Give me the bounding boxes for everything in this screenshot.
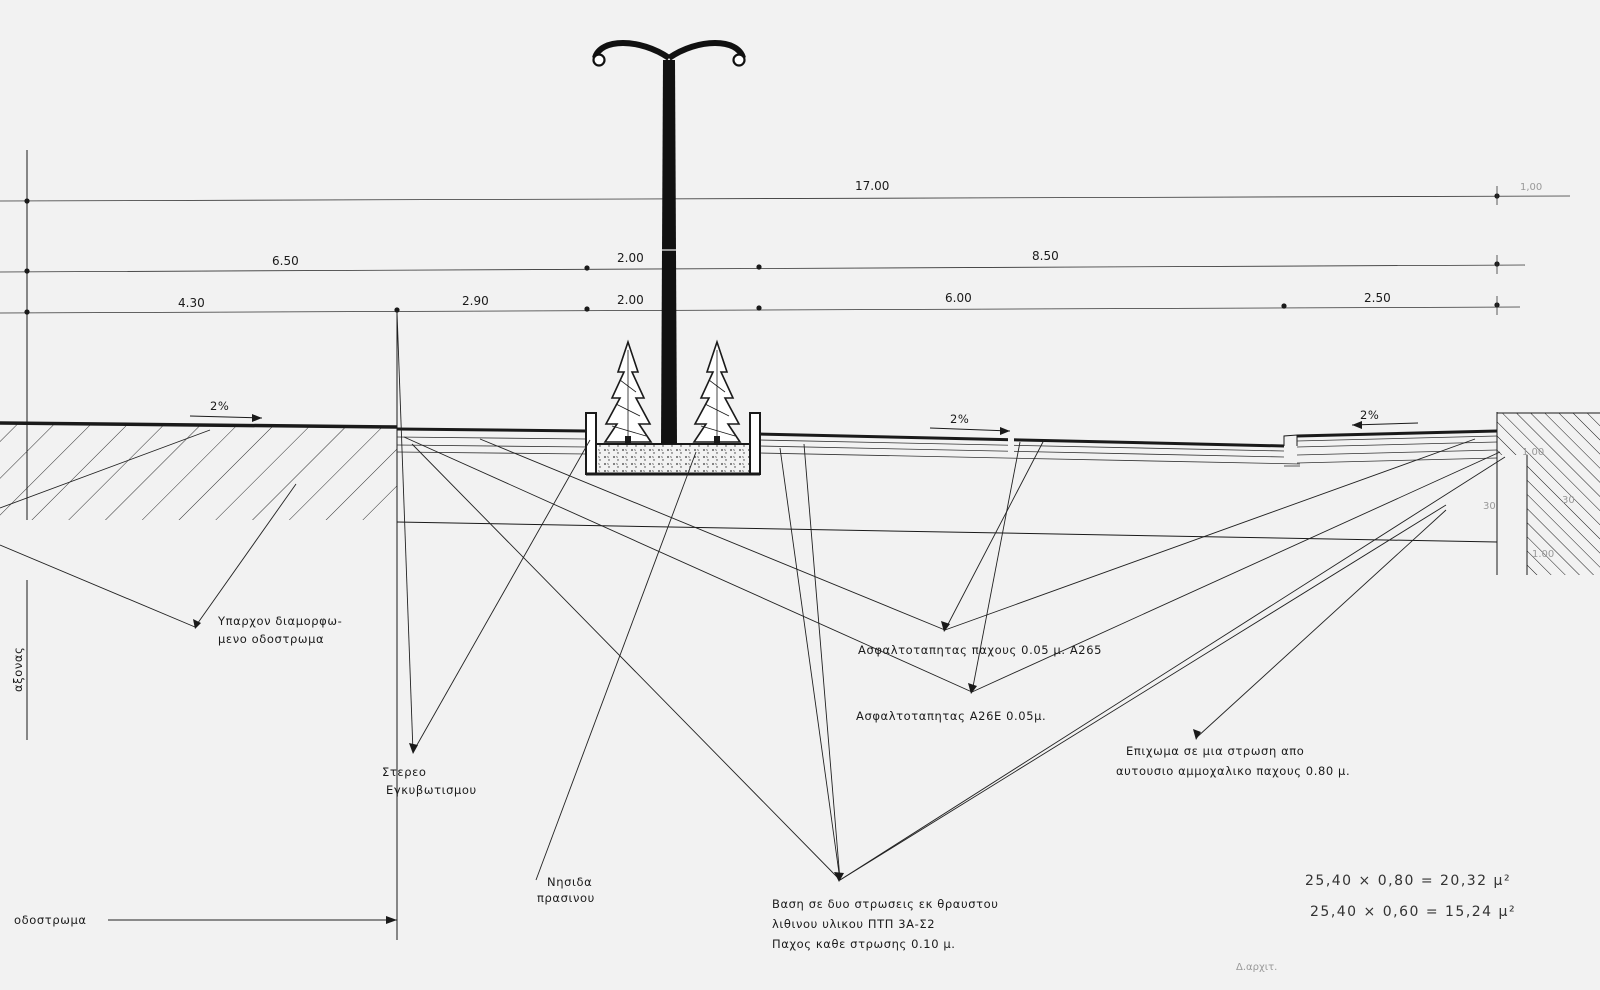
calculations: 25,40 × 0,80 = 20,32 μ² 25,40 × 0,60 = 1… (1236, 873, 1516, 973)
wall-mark-3: 30 (1483, 501, 1496, 512)
dim-row2-mid: 2.00 (617, 251, 644, 265)
calc-line-1: 25,40 × 0,80 = 20,32 μ² (1305, 873, 1511, 889)
dimension-lines (0, 186, 1571, 315)
pavement-layers (396, 412, 1498, 575)
dim-row3-a: 4.30 (178, 296, 205, 310)
dim-row3-b: 2.90 (462, 294, 489, 308)
wall-mark-4: 1.00 (1532, 549, 1554, 560)
tree-left-icon (603, 339, 653, 444)
note-base-2: λιθινου υλικου ΠΤΠ 3Α-Σ2 (772, 917, 935, 931)
street-lamp-icon (592, 40, 746, 444)
axis-label: αξονας (11, 647, 25, 692)
slope-left: 2% (210, 399, 229, 413)
wall-mark-1: 1.00 (1522, 447, 1544, 458)
note-base-3: Παχος καθε στρωσης 0.10 μ. (772, 937, 956, 951)
note-base-1: Βαση σε δυο στρωσεις εκ θραυστου (772, 897, 999, 911)
annotations: Υπαρχον διαμορφω- μενο οδοστρωμα Ασφαλτο… (14, 614, 1350, 951)
dimension-values: 17.00 6.50 2.00 8.50 4.30 2.90 2.00 6.00… (178, 179, 1542, 310)
calc-line-2: 25,40 × 0,60 = 15,24 μ² (1310, 904, 1516, 920)
note-embankment-2: αυτουσιο αμμοχαλικο παχους 0.80 μ. (1116, 764, 1350, 778)
leader-lines (0, 311, 1506, 924)
note-existing-1: Υπαρχον διαμορφω- (217, 614, 342, 628)
wall-mark-2: 30 (1562, 495, 1575, 506)
note-existing-2: μενο οδοστρωμα (218, 632, 324, 646)
note-embankment-1: Επιχωμα σε μια στρωση απο (1126, 744, 1304, 758)
green-island (585, 412, 761, 476)
calc-signature: Δ.αρχιτ. (1236, 962, 1277, 973)
dim-total: 17.00 (855, 179, 889, 193)
dim-row3-e: 2.50 (1364, 291, 1391, 305)
dim-row3-c: 2.00 (617, 293, 644, 307)
tree-right-icon (692, 339, 742, 444)
note-roadway: οδοστρωμα (14, 913, 87, 927)
note-island-1: Νησιδα (547, 875, 592, 889)
dim-row3-d: 6.00 (945, 291, 972, 305)
dim-row2-right: 8.50 (1032, 249, 1059, 263)
dim-right-top: 1,00 (1520, 182, 1542, 193)
slope-indicators: 2% 2% 2% (189, 399, 1419, 435)
note-asphalt-a26e: Ασφαλτοταπητας Α26Ε 0.05μ. (856, 709, 1046, 723)
note-curb-2: Εγκυβωτισμου (386, 783, 477, 797)
note-island-2: πρασινου (537, 891, 595, 905)
dim-row2-left: 6.50 (272, 254, 299, 268)
slope-middle: 2% (950, 412, 969, 426)
slope-right: 2% (1360, 408, 1379, 422)
retaining-wall: 1.00 30 30 1.00 (1483, 412, 1600, 575)
existing-roadway (0, 310, 398, 940)
note-asphalt-a265: Ασφαλτοταπητας παχους 0.05 μ. Α265 (858, 643, 1102, 657)
note-curb-1: Στερεο (382, 765, 427, 779)
